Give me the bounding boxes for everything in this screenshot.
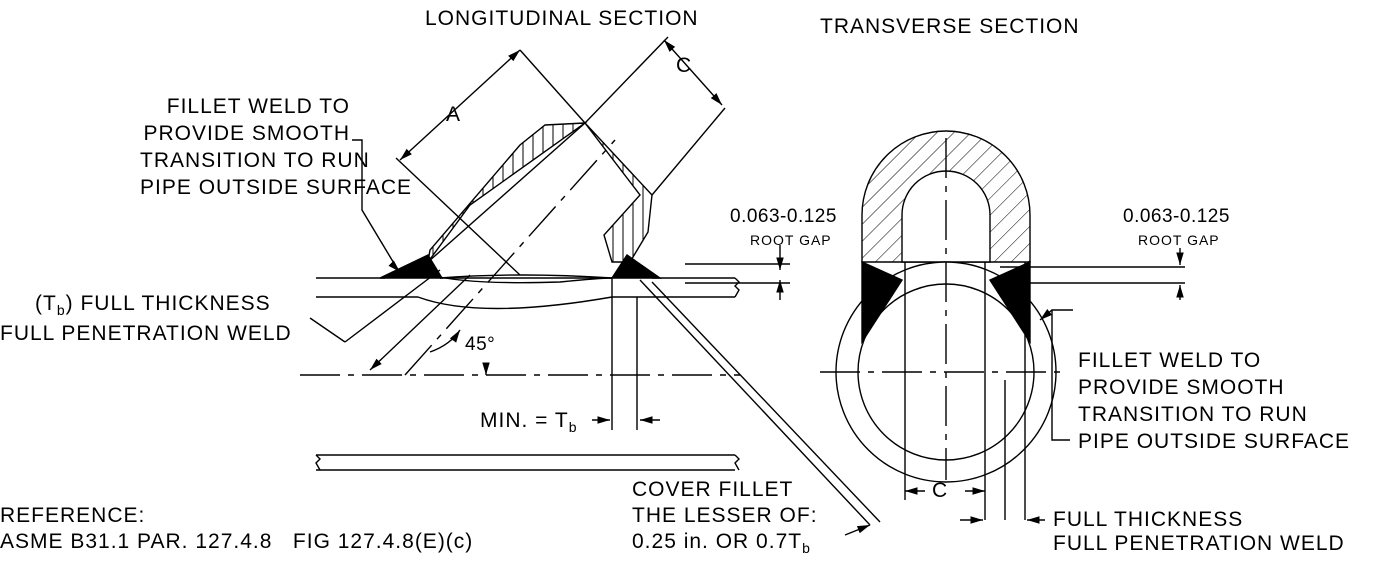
- cover-fillet-note: COVER FILLET THE LESSER OF: 0.25 in. OR …: [632, 478, 818, 556]
- angle-label: 45°: [465, 334, 496, 355]
- dim-a-label: A: [446, 103, 462, 126]
- branch-right-wall: [585, 123, 652, 262]
- trans-left-weld: [862, 262, 902, 342]
- run-pipe-upper-wall: [316, 278, 739, 297]
- run-pipe-lower-wall: [316, 455, 739, 470]
- dim-c-transverse-label: C: [932, 479, 949, 502]
- reference-text: ASME B31.1 PAR. 127.4.8 FIG 127.4.8(E)(c…: [0, 530, 474, 553]
- tb-note: (Tb) FULL THICKNESS: [35, 292, 271, 318]
- branch-left-wall: [428, 123, 585, 262]
- left-fillet-note: FILLET WELD TO PROVIDE SMOOTH TRANSITION…: [140, 95, 413, 199]
- full-pen-note-right: FULL PENETRATION WELD: [1053, 532, 1345, 555]
- root-gap-label-right: ROOT GAP: [1138, 232, 1220, 248]
- trans-right-weld: [990, 262, 1030, 342]
- root-gap-label-left: ROOT GAP: [750, 232, 832, 248]
- root-gap-value-right: 0.063-0.125: [1123, 206, 1230, 227]
- right-fillet-note: FILLET WELD TO PROVIDE SMOOTH TRANSITION…: [1078, 349, 1351, 453]
- dim-c-label: C: [676, 54, 693, 77]
- left-fillet-weld: [380, 255, 442, 278]
- reference-label: REFERENCE:: [0, 504, 146, 527]
- longitudinal-title: LONGITUDINAL SECTION: [425, 7, 699, 30]
- min-tb-label: MIN. = Tb: [480, 409, 578, 435]
- root-gap-value-left: 0.063-0.125: [730, 206, 837, 227]
- transverse-title: TRANSVERSE SECTION: [820, 15, 1080, 38]
- full-pen-note-left: FULL PENETRATION WELD: [0, 322, 292, 345]
- full-thickness-note: FULL THICKNESS: [1053, 508, 1244, 531]
- right-fillet-weld: [612, 255, 660, 278]
